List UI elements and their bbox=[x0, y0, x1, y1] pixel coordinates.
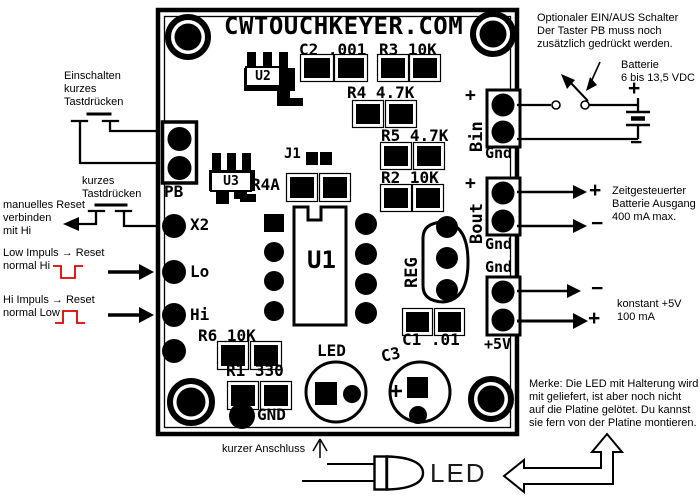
label-bin: Bin bbox=[467, 121, 487, 152]
label-bin-gnd: Gnd bbox=[485, 144, 513, 162]
label-j1: J1 bbox=[284, 146, 301, 162]
switch-pointer-arrow-icon bbox=[586, 61, 601, 91]
power-tact-switch-icon bbox=[70, 112, 159, 165]
bent-outline-arrow-icon bbox=[502, 432, 625, 495]
label-r2: R2 10K bbox=[381, 168, 439, 187]
note-reset-press: kurzes Tastdrücken bbox=[82, 175, 142, 200]
battery-minus-sign: − bbox=[630, 131, 643, 154]
led-symbol-icon bbox=[302, 455, 425, 491]
note-merke: Merke: Die LED mit Halterung wird mit ge… bbox=[529, 378, 699, 429]
label-pb: PB bbox=[164, 182, 184, 201]
bout-arrows-icon bbox=[517, 185, 587, 233]
label-c1: C1 .01 bbox=[402, 330, 460, 349]
board-title: CWTOUCHKEYER.COM bbox=[224, 12, 464, 40]
note-power-on: Einschalten kurzes Tastdrücken bbox=[64, 70, 124, 108]
p5v-arrows-icon bbox=[517, 284, 588, 329]
label-r4: R4 4.7K bbox=[347, 83, 415, 102]
label-bout-gnd: Gnd bbox=[485, 235, 513, 253]
u1-outline bbox=[292, 205, 348, 327]
through-hole-pads bbox=[162, 213, 377, 429]
hi-arrow-icon bbox=[108, 307, 154, 323]
label-hi: Hi bbox=[190, 305, 210, 324]
short-lead-arrow-icon bbox=[312, 438, 328, 458]
note-hi-pulse: Hi Impuls → Reset normal Low bbox=[3, 294, 95, 319]
note-manual-reset: manuelles Reset verbinden mit Hi bbox=[3, 199, 85, 237]
label-bin-plus: + bbox=[465, 85, 476, 106]
label-r5: R5 4.7K bbox=[381, 126, 449, 145]
bout-plus-sign: + bbox=[589, 179, 602, 202]
hi-pulse-waveform-icon bbox=[55, 310, 85, 324]
p5v-minus-sign: − bbox=[591, 277, 604, 300]
reg-footprint bbox=[421, 216, 470, 304]
bin-header-footprint bbox=[485, 88, 522, 149]
label-x2: X2 bbox=[190, 215, 210, 234]
c3-footprint bbox=[388, 360, 452, 424]
label-r1: R1 330 bbox=[226, 361, 284, 380]
label-p5v: +5V bbox=[484, 335, 512, 353]
label-u1: U1 bbox=[307, 246, 336, 274]
bout-minus-sign: − bbox=[591, 212, 604, 235]
battery-circuit-icon bbox=[517, 74, 650, 141]
u2-label: U2 bbox=[245, 66, 281, 87]
note-battery: Batterie 6 bis 13,5 VDC bbox=[621, 59, 695, 84]
note-switch: Optionaler EIN/AUS Schalter Der Taster P… bbox=[537, 12, 679, 50]
p5v-header-footprint bbox=[485, 275, 522, 337]
label-lo: Lo bbox=[190, 262, 210, 281]
label-gnd: GND bbox=[257, 405, 286, 424]
label-r3: R3 10K bbox=[379, 40, 437, 59]
label-reg: REG bbox=[402, 257, 422, 288]
label-led: LED bbox=[317, 341, 346, 360]
u3-label: U3 bbox=[210, 171, 252, 192]
reset-tact-switch-icon bbox=[77, 203, 159, 228]
label-c2: C2 .001 bbox=[299, 40, 367, 59]
led-symbol-label: LED bbox=[430, 458, 487, 488]
note-short-lead: kurzer Anschluss bbox=[222, 443, 306, 455]
low-pulse-waveform-icon bbox=[53, 265, 83, 279]
label-c3: C3 bbox=[379, 343, 403, 366]
label-r4a: R4A bbox=[251, 175, 280, 194]
led-footprint bbox=[304, 360, 368, 424]
label-bout-plus: + bbox=[465, 173, 476, 194]
note-bout: Zeitgesteuerter Batterie Ausgang 400 mA … bbox=[612, 185, 696, 223]
bout-header-footprint bbox=[485, 176, 522, 237]
note-p5v: konstant +5V 100 mA bbox=[617, 298, 682, 323]
manual-reset-arrow-icon bbox=[63, 217, 79, 231]
mounting-holes-icon bbox=[165, 11, 516, 426]
note-low-pulse: Low Impuls → Reset normal Hi bbox=[3, 247, 105, 272]
lo-arrow-icon bbox=[108, 264, 154, 280]
smd-pads bbox=[216, 53, 466, 411]
pb-header-footprint bbox=[160, 120, 199, 185]
label-p5v-gnd: Gnd bbox=[485, 258, 513, 276]
label-r6: R6 10K bbox=[198, 326, 256, 345]
battery-plus-sign: + bbox=[628, 77, 641, 100]
p5v-plus-sign: + bbox=[588, 307, 601, 330]
label-bout: Bout bbox=[467, 203, 487, 244]
